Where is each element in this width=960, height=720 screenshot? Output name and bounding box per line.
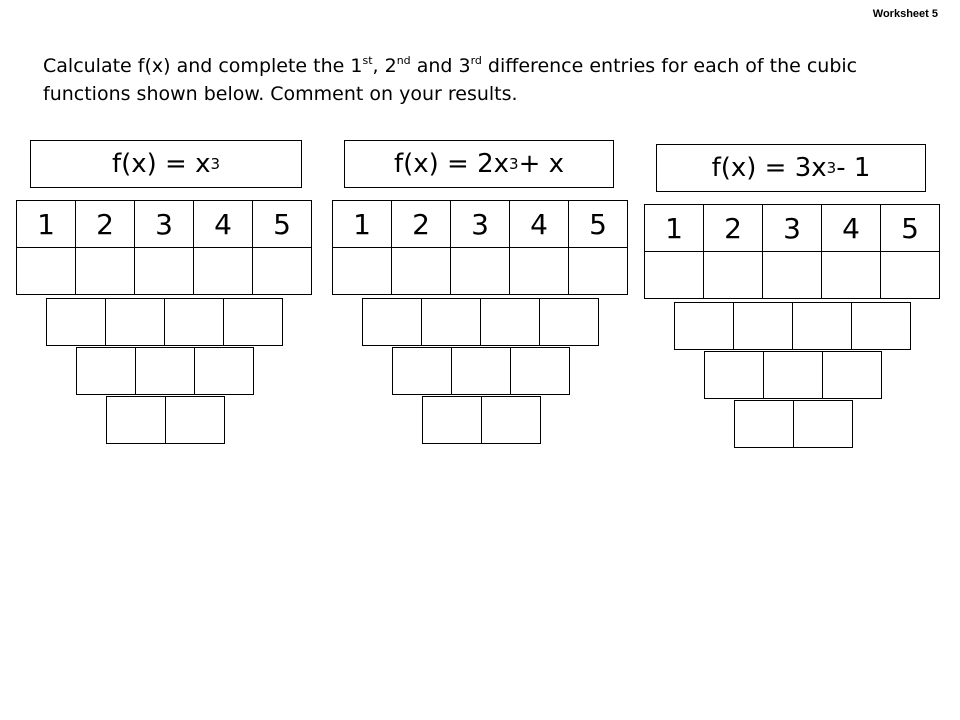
- function-label-text: f(x) = 3x: [711, 153, 827, 183]
- second-difference-cell[interactable]: [451, 347, 511, 395]
- first-difference-cell[interactable]: [792, 302, 852, 350]
- instructions-part-2: , 2: [372, 55, 397, 77]
- instructions-sup-3: rd: [470, 54, 482, 67]
- x-value-cell: 4: [193, 200, 253, 248]
- first-difference-cell[interactable]: [733, 302, 793, 350]
- worksheet-label: Worksheet 5: [872, 8, 938, 20]
- fx-input-cell[interactable]: [252, 247, 312, 295]
- x-value-cell: 2: [75, 200, 135, 248]
- first-difference-cell[interactable]: [46, 298, 106, 346]
- instructions-part-3: and 3: [410, 55, 471, 77]
- function-label-tail: + x: [518, 149, 565, 179]
- fx-input-cell[interactable]: [509, 247, 569, 295]
- fx-values-row: [332, 247, 628, 295]
- instructions-sup-1: st: [362, 54, 373, 67]
- second-difference-cell[interactable]: [510, 347, 570, 395]
- third-difference-cell[interactable]: [481, 396, 541, 444]
- fx-input-cell[interactable]: [332, 247, 392, 295]
- fx-input-cell[interactable]: [568, 247, 628, 295]
- fx-input-cell[interactable]: [75, 247, 135, 295]
- function-label-tail: - 1: [836, 153, 871, 183]
- x-values-row: 1 2 3 4 5: [644, 204, 940, 252]
- x-value-cell: 3: [762, 204, 822, 252]
- third-difference-row: [422, 396, 541, 444]
- x-value-cell: 1: [16, 200, 76, 248]
- first-difference-row: [362, 298, 599, 346]
- fx-input-cell[interactable]: [450, 247, 510, 295]
- second-difference-row: [392, 347, 570, 395]
- instructions-part-1: Calculate f(x) and complete the 1: [43, 55, 363, 77]
- function-label-text: f(x) = 2x: [393, 149, 510, 179]
- third-difference-cell[interactable]: [422, 396, 482, 444]
- second-difference-cell[interactable]: [392, 347, 452, 395]
- second-difference-cell[interactable]: [76, 347, 136, 395]
- third-difference-row: [734, 400, 853, 448]
- x-value-cell: 5: [568, 200, 628, 248]
- fx-input-cell[interactable]: [134, 247, 194, 295]
- first-difference-cell[interactable]: [362, 298, 422, 346]
- x-value-cell: 1: [644, 204, 704, 252]
- fx-values-row: [644, 251, 940, 299]
- second-difference-cell[interactable]: [822, 351, 882, 399]
- fx-input-cell[interactable]: [821, 251, 881, 299]
- x-values-row: 1 2 3 4 5: [16, 200, 312, 248]
- fx-input-cell[interactable]: [762, 251, 822, 299]
- fx-input-cell[interactable]: [644, 251, 704, 299]
- third-difference-cell[interactable]: [793, 400, 853, 448]
- second-difference-cell[interactable]: [135, 347, 195, 395]
- fx-values-row: [16, 247, 312, 295]
- first-difference-row: [46, 298, 283, 346]
- x-value-cell: 3: [134, 200, 194, 248]
- first-difference-cell[interactable]: [851, 302, 911, 350]
- first-difference-cell[interactable]: [421, 298, 481, 346]
- third-difference-row: [106, 396, 225, 444]
- first-difference-cell[interactable]: [480, 298, 540, 346]
- function-label-text: f(x) = x: [111, 149, 211, 179]
- third-difference-cell[interactable]: [106, 396, 166, 444]
- fx-input-cell[interactable]: [391, 247, 451, 295]
- x-value-cell: 5: [252, 200, 312, 248]
- fx-input-cell[interactable]: [880, 251, 940, 299]
- second-difference-cell[interactable]: [704, 351, 764, 399]
- third-difference-cell[interactable]: [165, 396, 225, 444]
- x-value-cell: 5: [880, 204, 940, 252]
- second-difference-row: [76, 347, 254, 395]
- first-difference-cell[interactable]: [223, 298, 283, 346]
- fx-input-cell[interactable]: [703, 251, 763, 299]
- first-difference-cell[interactable]: [105, 298, 165, 346]
- x-value-cell: 2: [391, 200, 451, 248]
- first-difference-cell[interactable]: [539, 298, 599, 346]
- fx-input-cell[interactable]: [193, 247, 253, 295]
- x-value-cell: 4: [509, 200, 569, 248]
- instructions-part-4: difference entries for each of the cubic…: [43, 55, 858, 105]
- second-difference-row: [704, 351, 882, 399]
- fx-input-cell[interactable]: [16, 247, 76, 295]
- x-value-cell: 1: [332, 200, 392, 248]
- first-difference-row: [674, 302, 911, 350]
- x-value-cell: 3: [450, 200, 510, 248]
- first-difference-cell[interactable]: [674, 302, 734, 350]
- instructions-text: Calculate f(x) and complete the 1st, 2nd…: [43, 52, 933, 108]
- instructions-sup-2: nd: [396, 54, 411, 67]
- second-difference-cell[interactable]: [194, 347, 254, 395]
- x-value-cell: 2: [703, 204, 763, 252]
- first-difference-cell[interactable]: [164, 298, 224, 346]
- second-difference-cell[interactable]: [763, 351, 823, 399]
- x-values-row: 1 2 3 4 5: [332, 200, 628, 248]
- third-difference-cell[interactable]: [734, 400, 794, 448]
- x-value-cell: 4: [821, 204, 881, 252]
